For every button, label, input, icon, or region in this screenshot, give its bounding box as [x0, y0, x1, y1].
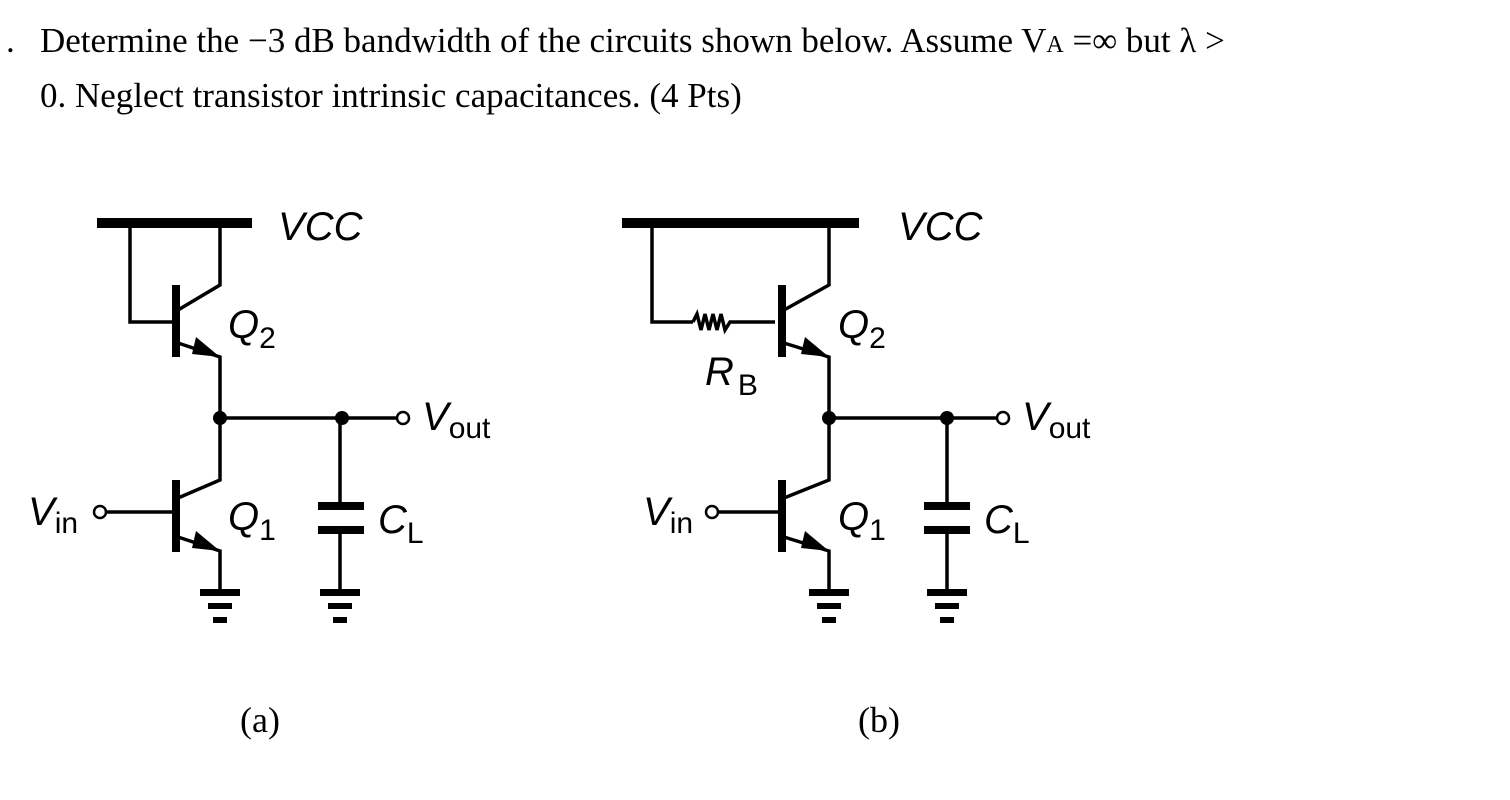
vcc-rail: [97, 218, 252, 228]
q2-base-bar: [778, 285, 786, 357]
vin-terminal: [92, 504, 108, 520]
caption-b: (b): [858, 700, 900, 740]
q2-label: Q2: [838, 303, 886, 355]
vcc-label: VCC: [898, 205, 984, 249]
vcc-rail: [622, 218, 859, 228]
q2-label: Q2: [228, 303, 276, 355]
cap-plate-top: [924, 502, 970, 510]
q2-emitter-arrow: [801, 337, 829, 357]
node-dot: [335, 411, 349, 425]
cl-label: CL: [378, 498, 424, 550]
question-line-1-end: =∞ but λ >: [1063, 21, 1225, 60]
q2-collector: [177, 223, 222, 312]
q2-emitter-arrow: [192, 337, 220, 357]
rb-resistor: [691, 308, 775, 335]
vin-terminal: [704, 504, 720, 520]
ground-icon: [320, 589, 360, 623]
q2-base-bar: [172, 285, 180, 357]
va-subscript: A: [1046, 32, 1064, 58]
vin-label: Vin: [643, 490, 693, 540]
q1-emitter-arrow: [801, 531, 829, 551]
q1-base-bar: [172, 480, 180, 552]
vout-label: Vout: [422, 395, 491, 445]
rb-left-wire: [650, 223, 693, 324]
caption-a: (a): [240, 700, 280, 740]
question-line-1-text: Determine the −3 dB bandwidth of the cir…: [40, 21, 1047, 60]
vout-terminal: [395, 410, 411, 426]
cap-plate-top: [318, 502, 364, 510]
q1-collector: [177, 418, 222, 500]
ground-icon: [200, 589, 240, 623]
q1-label: Q1: [228, 495, 276, 547]
circuit-a: VCC Q2 Q1 Vout Vin CL (a): [28, 205, 491, 740]
q2-collector: [783, 223, 831, 312]
vout-label: Vout: [1022, 395, 1091, 445]
cl-label: CL: [984, 498, 1030, 550]
q1-collector: [783, 418, 831, 500]
question-line-1: Determine the −3 dB bandwidth of the cir…: [40, 14, 1225, 72]
q1-base-bar: [778, 480, 786, 552]
question-line-2: 0. Neglect transistor intrinsic capacita…: [40, 76, 742, 115]
q1-label: Q1: [838, 495, 886, 547]
vin-label: Vin: [28, 490, 78, 540]
vcc-label: VCC: [278, 205, 364, 249]
ground-icon: [809, 589, 849, 623]
q1-emitter-arrow: [192, 531, 220, 551]
ground-icon: [927, 589, 967, 623]
vout-terminal: [995, 410, 1011, 426]
q2-base-wire: [128, 223, 175, 324]
question-number-marker: .: [6, 21, 15, 60]
